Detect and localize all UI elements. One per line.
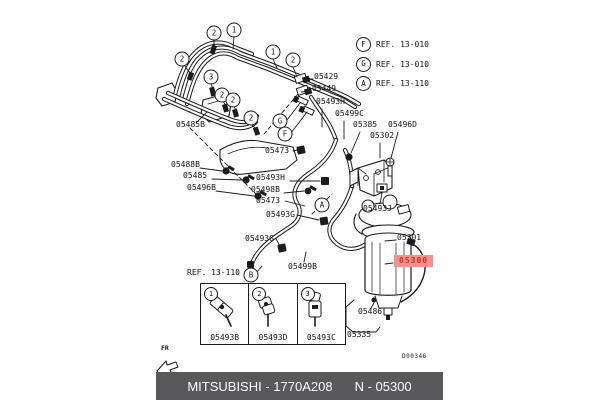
- part-number-label[interactable]: 05488B: [171, 160, 200, 169]
- legend-item: G REF. 13-010: [356, 56, 429, 72]
- callout-circle: 2: [206, 25, 222, 41]
- callout-circle: 2: [252, 287, 267, 301]
- reference-legend: F REF. 13-010 G REF. 13-010 A REF. 13-11…: [356, 37, 429, 91]
- legend-ref-text: REF. 13-110: [376, 79, 429, 88]
- callout-circle: A: [314, 197, 330, 213]
- part-number-label[interactable]: 05301: [397, 233, 422, 242]
- callout-circle: 3: [300, 287, 315, 301]
- front-direction-label: FR: [161, 344, 169, 352]
- part-number-label[interactable]: 05493C: [306, 333, 336, 342]
- footer-part-number: N - 05300: [354, 378, 412, 394]
- part-number-label[interactable]: 05493H: [256, 173, 285, 182]
- clip-parts-table: 1 05493B 2 05493D 3 05493C: [200, 283, 346, 345]
- part-number-label[interactable]: 05429: [314, 72, 339, 81]
- part-number-label[interactable]: 05498B: [251, 185, 280, 194]
- part-number-label[interactable]: 05493G: [245, 234, 274, 243]
- callout-circle: 2: [174, 51, 190, 67]
- legend-ref-text: REF. 13-010: [376, 40, 429, 49]
- part-number-label[interactable]: 05493G: [266, 210, 295, 219]
- part-number-label[interactable]: 05485: [183, 171, 208, 180]
- part-number-label[interactable]: 05486: [358, 307, 383, 316]
- legend-letter-circle: G: [356, 56, 371, 72]
- table-cell: 1 05493B: [201, 284, 250, 344]
- part-number-label[interactable]: 05493J: [363, 204, 392, 213]
- part-number-label[interactable]: 05335: [347, 330, 372, 339]
- part-number-label[interactable]: 05496B: [187, 183, 216, 192]
- part-number-label[interactable]: 05385: [353, 120, 378, 129]
- part-number-label[interactable]: 05485B: [176, 120, 205, 129]
- drawing-code: D00346: [402, 353, 427, 360]
- legend-item: A REF. 13-110: [356, 76, 429, 91]
- ref-note: REF. 13-110: [187, 268, 240, 277]
- legend-letter-circle: A: [356, 76, 371, 91]
- callout-circle: 2: [285, 52, 301, 68]
- legend-ref-text: REF. 13-010: [376, 59, 429, 69]
- callout-circle: 2: [243, 110, 259, 126]
- part-number-label[interactable]: 05302: [370, 131, 395, 140]
- callout-circle: F: [277, 126, 293, 142]
- table-cell: 2 05493D: [249, 284, 298, 344]
- callout-circle: 1: [204, 287, 218, 301]
- legend-item: F REF. 13-010: [356, 37, 429, 52]
- part-number-label[interactable]: 05473: [256, 196, 281, 205]
- part-number-label[interactable]: 05499C: [335, 109, 364, 118]
- footer-brand-code: MITSUBISHI - 1770A208: [187, 378, 333, 394]
- legend-letter-circle: F: [356, 37, 371, 52]
- part-number-label[interactable]: 05493B: [210, 333, 240, 342]
- callout-circle: 1: [265, 44, 281, 60]
- callout-circle: B: [243, 267, 259, 283]
- callout-circle: 3: [203, 69, 219, 85]
- footer-bar: MITSUBISHI - 1770A208 N - 05300: [156, 372, 443, 400]
- part-number-label[interactable]: 05449: [312, 84, 337, 93]
- part-number-label[interactable]: 05493D: [258, 333, 288, 342]
- part-number-label[interactable]: 05473: [265, 146, 290, 155]
- callout-circle: 1: [226, 22, 242, 38]
- part-number-label[interactable]: 05496D: [388, 120, 417, 129]
- part-number-label[interactable]: 05499B: [288, 262, 317, 271]
- callout-circle: 2: [225, 92, 241, 108]
- selected-part-label[interactable]: 05300: [394, 255, 434, 267]
- part-number-label[interactable]: 05493H: [316, 97, 345, 106]
- table-cell: 3 05493C: [298, 284, 345, 344]
